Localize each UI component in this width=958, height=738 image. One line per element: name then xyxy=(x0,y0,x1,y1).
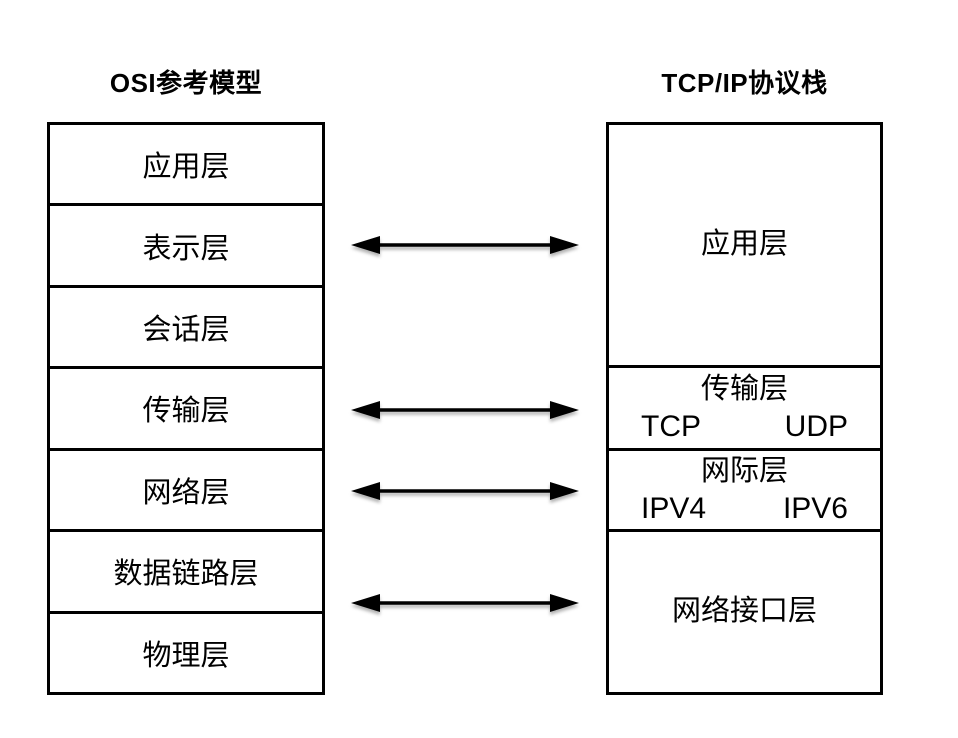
osi-layer-presentation: 表示层 xyxy=(50,206,322,288)
tcpip-section-network-interface: 网络接口层 xyxy=(609,532,880,692)
protocol-ipv6: IPV6 xyxy=(782,491,848,525)
tcpip-label-application: 应用层 xyxy=(700,228,788,261)
tcpip-label-internet: 网际层 xyxy=(700,454,788,487)
internet-protocols: IPV4 IPV6 xyxy=(609,493,880,525)
tcpip-section-internet: 网际层 IPV4 IPV6 xyxy=(609,451,880,532)
osi-layer-session: 会话层 xyxy=(50,288,322,370)
protocol-udp: UDP xyxy=(784,409,848,443)
osi-layer-physical: 物理层 xyxy=(142,639,230,672)
protocol-ipv4: IPV4 xyxy=(641,491,707,525)
osi-layer-application: 应用层 xyxy=(50,125,322,207)
transport-protocols: TCP UDP xyxy=(609,411,880,443)
tcpip-section-transport: 传输层 TCP UDP xyxy=(609,368,880,451)
tcpip-layer-stack: 应用层 传输层 TCP UDP 网际层 IPV4 IPV6 网络接口层 xyxy=(606,122,883,695)
osi-layer-stack: 应用层 表示层 会话层 传输层 网络层 数据链路层 物理层 xyxy=(47,122,325,695)
protocol-tcp: TCP xyxy=(641,409,701,443)
osi-layer-network: 网络层 xyxy=(50,451,322,533)
double-arrow-transport-transport xyxy=(351,401,579,419)
double-arrow-datalink-networkinterface xyxy=(351,594,579,612)
double-arrow-network-internet xyxy=(351,482,579,500)
double-arrow-presentation-application xyxy=(351,236,579,254)
osi-layer-transport: 传输层 xyxy=(50,369,322,451)
tcpip-stack-title: TCP/IP协议栈 xyxy=(661,68,828,98)
tcpip-label-network-interface: 网络接口层 xyxy=(671,595,817,628)
osi-layer-datalink: 数据链路层 xyxy=(50,532,322,614)
tcpip-section-application: 应用层 xyxy=(609,125,880,368)
tcpip-label-transport: 传输层 xyxy=(700,372,788,405)
osi-model-title: OSI参考模型 xyxy=(109,68,263,98)
